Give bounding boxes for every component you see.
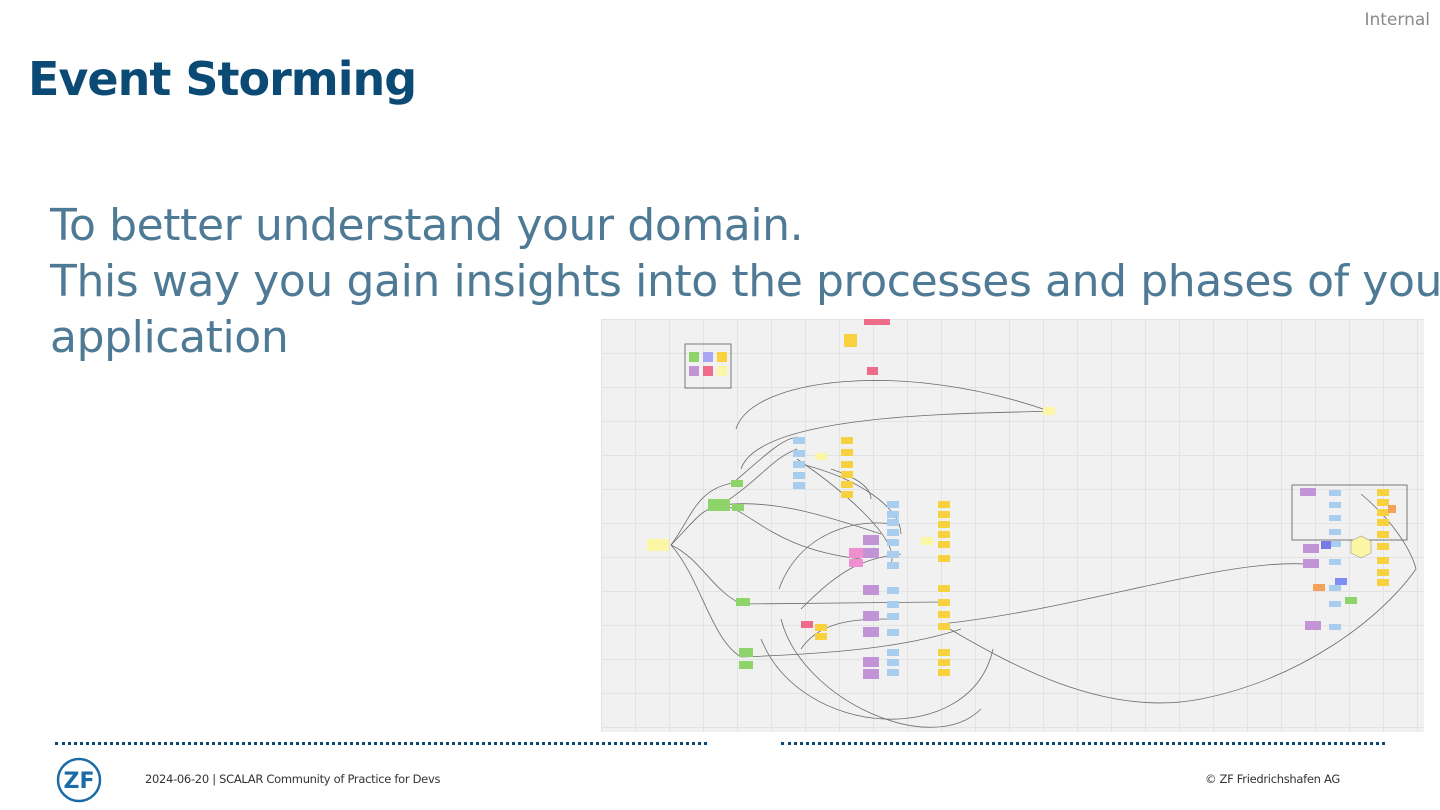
zf-logo-icon: ZF xyxy=(56,757,102,803)
slide-body: To better understand your domain. This w… xyxy=(50,198,1440,366)
classification-label: Internal xyxy=(1364,10,1430,30)
footer-copyright: © ZF Friedrichshafen AG xyxy=(1205,772,1340,786)
event-storming-board-image xyxy=(601,319,1424,732)
footer-separator: | xyxy=(212,772,220,786)
body-line: To better understand your domain. xyxy=(50,200,804,251)
footer-context: SCALAR Community of Practice for Devs xyxy=(219,772,441,786)
legend-stickies xyxy=(689,352,727,376)
footer-date: 2024-06-20 xyxy=(145,772,209,786)
footer-divider-right xyxy=(781,742,1385,745)
body-line: application xyxy=(50,312,289,363)
slide-title: Event Storming xyxy=(28,52,417,106)
logo-text: ZF xyxy=(64,769,95,794)
footer-info: 2024-06-20 | SCALAR Community of Practic… xyxy=(145,772,440,786)
board-drawing xyxy=(647,319,1417,728)
footer-divider-left xyxy=(55,742,707,745)
body-line: This way you gain insights into the proc… xyxy=(50,256,1440,307)
